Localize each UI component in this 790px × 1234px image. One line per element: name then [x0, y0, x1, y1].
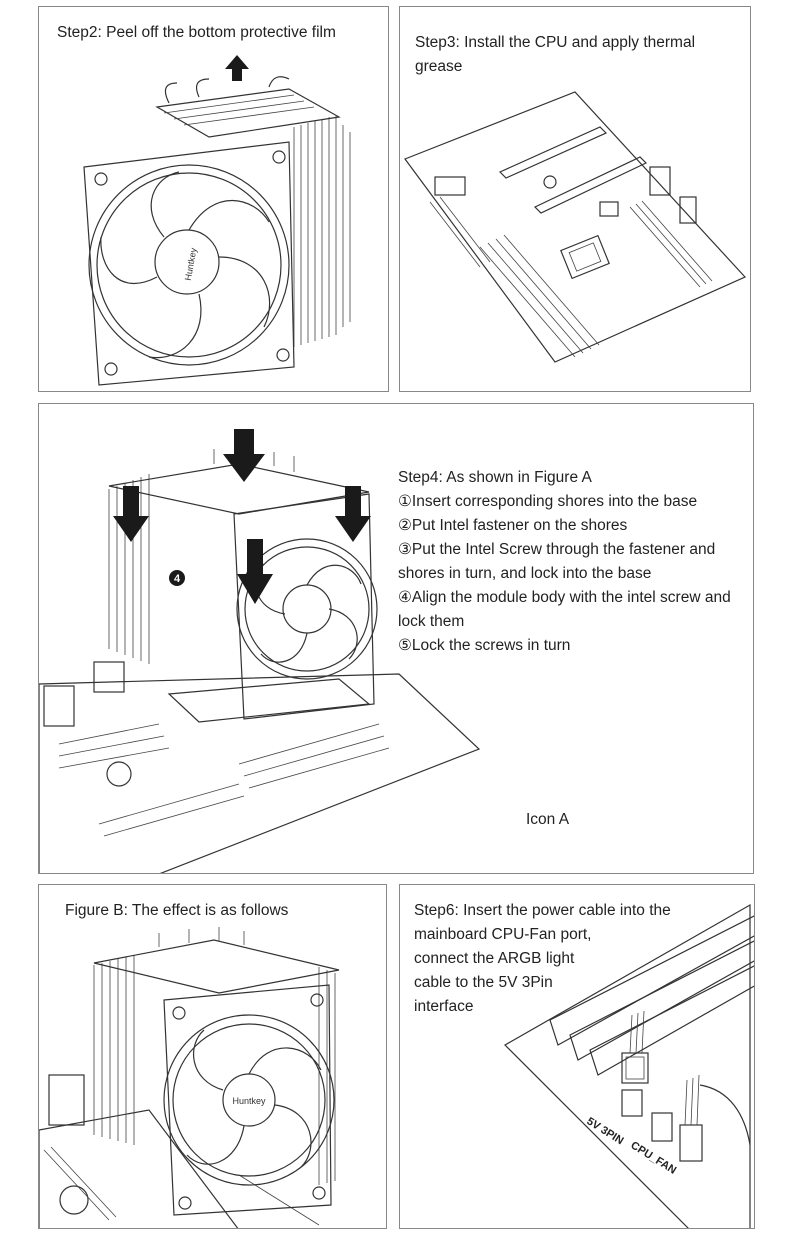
step6-caption: Step6: Insert the power cable into the m… — [414, 902, 671, 1015]
step-badge-4 — [169, 570, 185, 586]
instruction-item-5: ⑤Lock the screws in turn — [398, 637, 571, 654]
down-arrow-icon — [335, 486, 371, 542]
svg-text:Huntkey: Huntkey — [183, 247, 199, 282]
assembly-illustration: 4 — [39, 429, 481, 873]
step2-caption: Step2: Peel off the bottom protective fi… — [57, 24, 336, 41]
installed-cooler-illustration: Huntkey — [39, 927, 340, 1228]
figure-b-panel: Figure B: The effect is as follows Huntk… — [38, 884, 387, 1229]
step4-title: Step4: As shown in Figure A — [398, 469, 592, 486]
step-badge-number: 4 — [174, 573, 181, 585]
step4-instructions: ①Insert corresponding shores into the ba… — [398, 490, 743, 658]
instruction-item-4: ④Align the module body with the intel sc… — [398, 589, 731, 630]
down-arrow-icon — [237, 539, 273, 604]
instruction-item-2: ②Put Intel fastener on the shores — [398, 517, 628, 534]
cooler-illustration: Huntkey — [83, 55, 351, 386]
step3-caption: Step3: Install the CPU and apply thermal… — [415, 34, 696, 75]
step2-panel: Step2: Peel off the bottom protective fi… — [38, 6, 389, 392]
down-arrow-icon — [223, 429, 265, 482]
fan-header-illustration: 5V 3PIN CPU_FAN — [504, 903, 754, 1228]
motherboard-illustration — [404, 91, 747, 363]
icon-a-label: Icon A — [526, 811, 570, 828]
figure-b-caption: Figure B: The effect is as follows — [65, 902, 289, 919]
down-arrows — [113, 429, 371, 604]
up-arrow-icon — [225, 55, 249, 81]
step3-panel: Step3: Install the CPU and apply thermal… — [399, 6, 751, 392]
label-cpu-fan: CPU_FAN — [628, 1139, 678, 1176]
brand-logo-text: Huntkey — [232, 1096, 266, 1106]
instruction-item-1: ①Insert corresponding shores into the ba… — [398, 493, 698, 510]
step6-panel: Step6: Insert the power cable into the m… — [399, 884, 755, 1229]
down-arrow-icon — [113, 486, 149, 542]
instruction-item-3: ③Put the Intel Screw through the fastene… — [398, 541, 716, 582]
step4-panel: 4 Step4: As shown in Figure A ①Insert co… — [38, 403, 754, 874]
